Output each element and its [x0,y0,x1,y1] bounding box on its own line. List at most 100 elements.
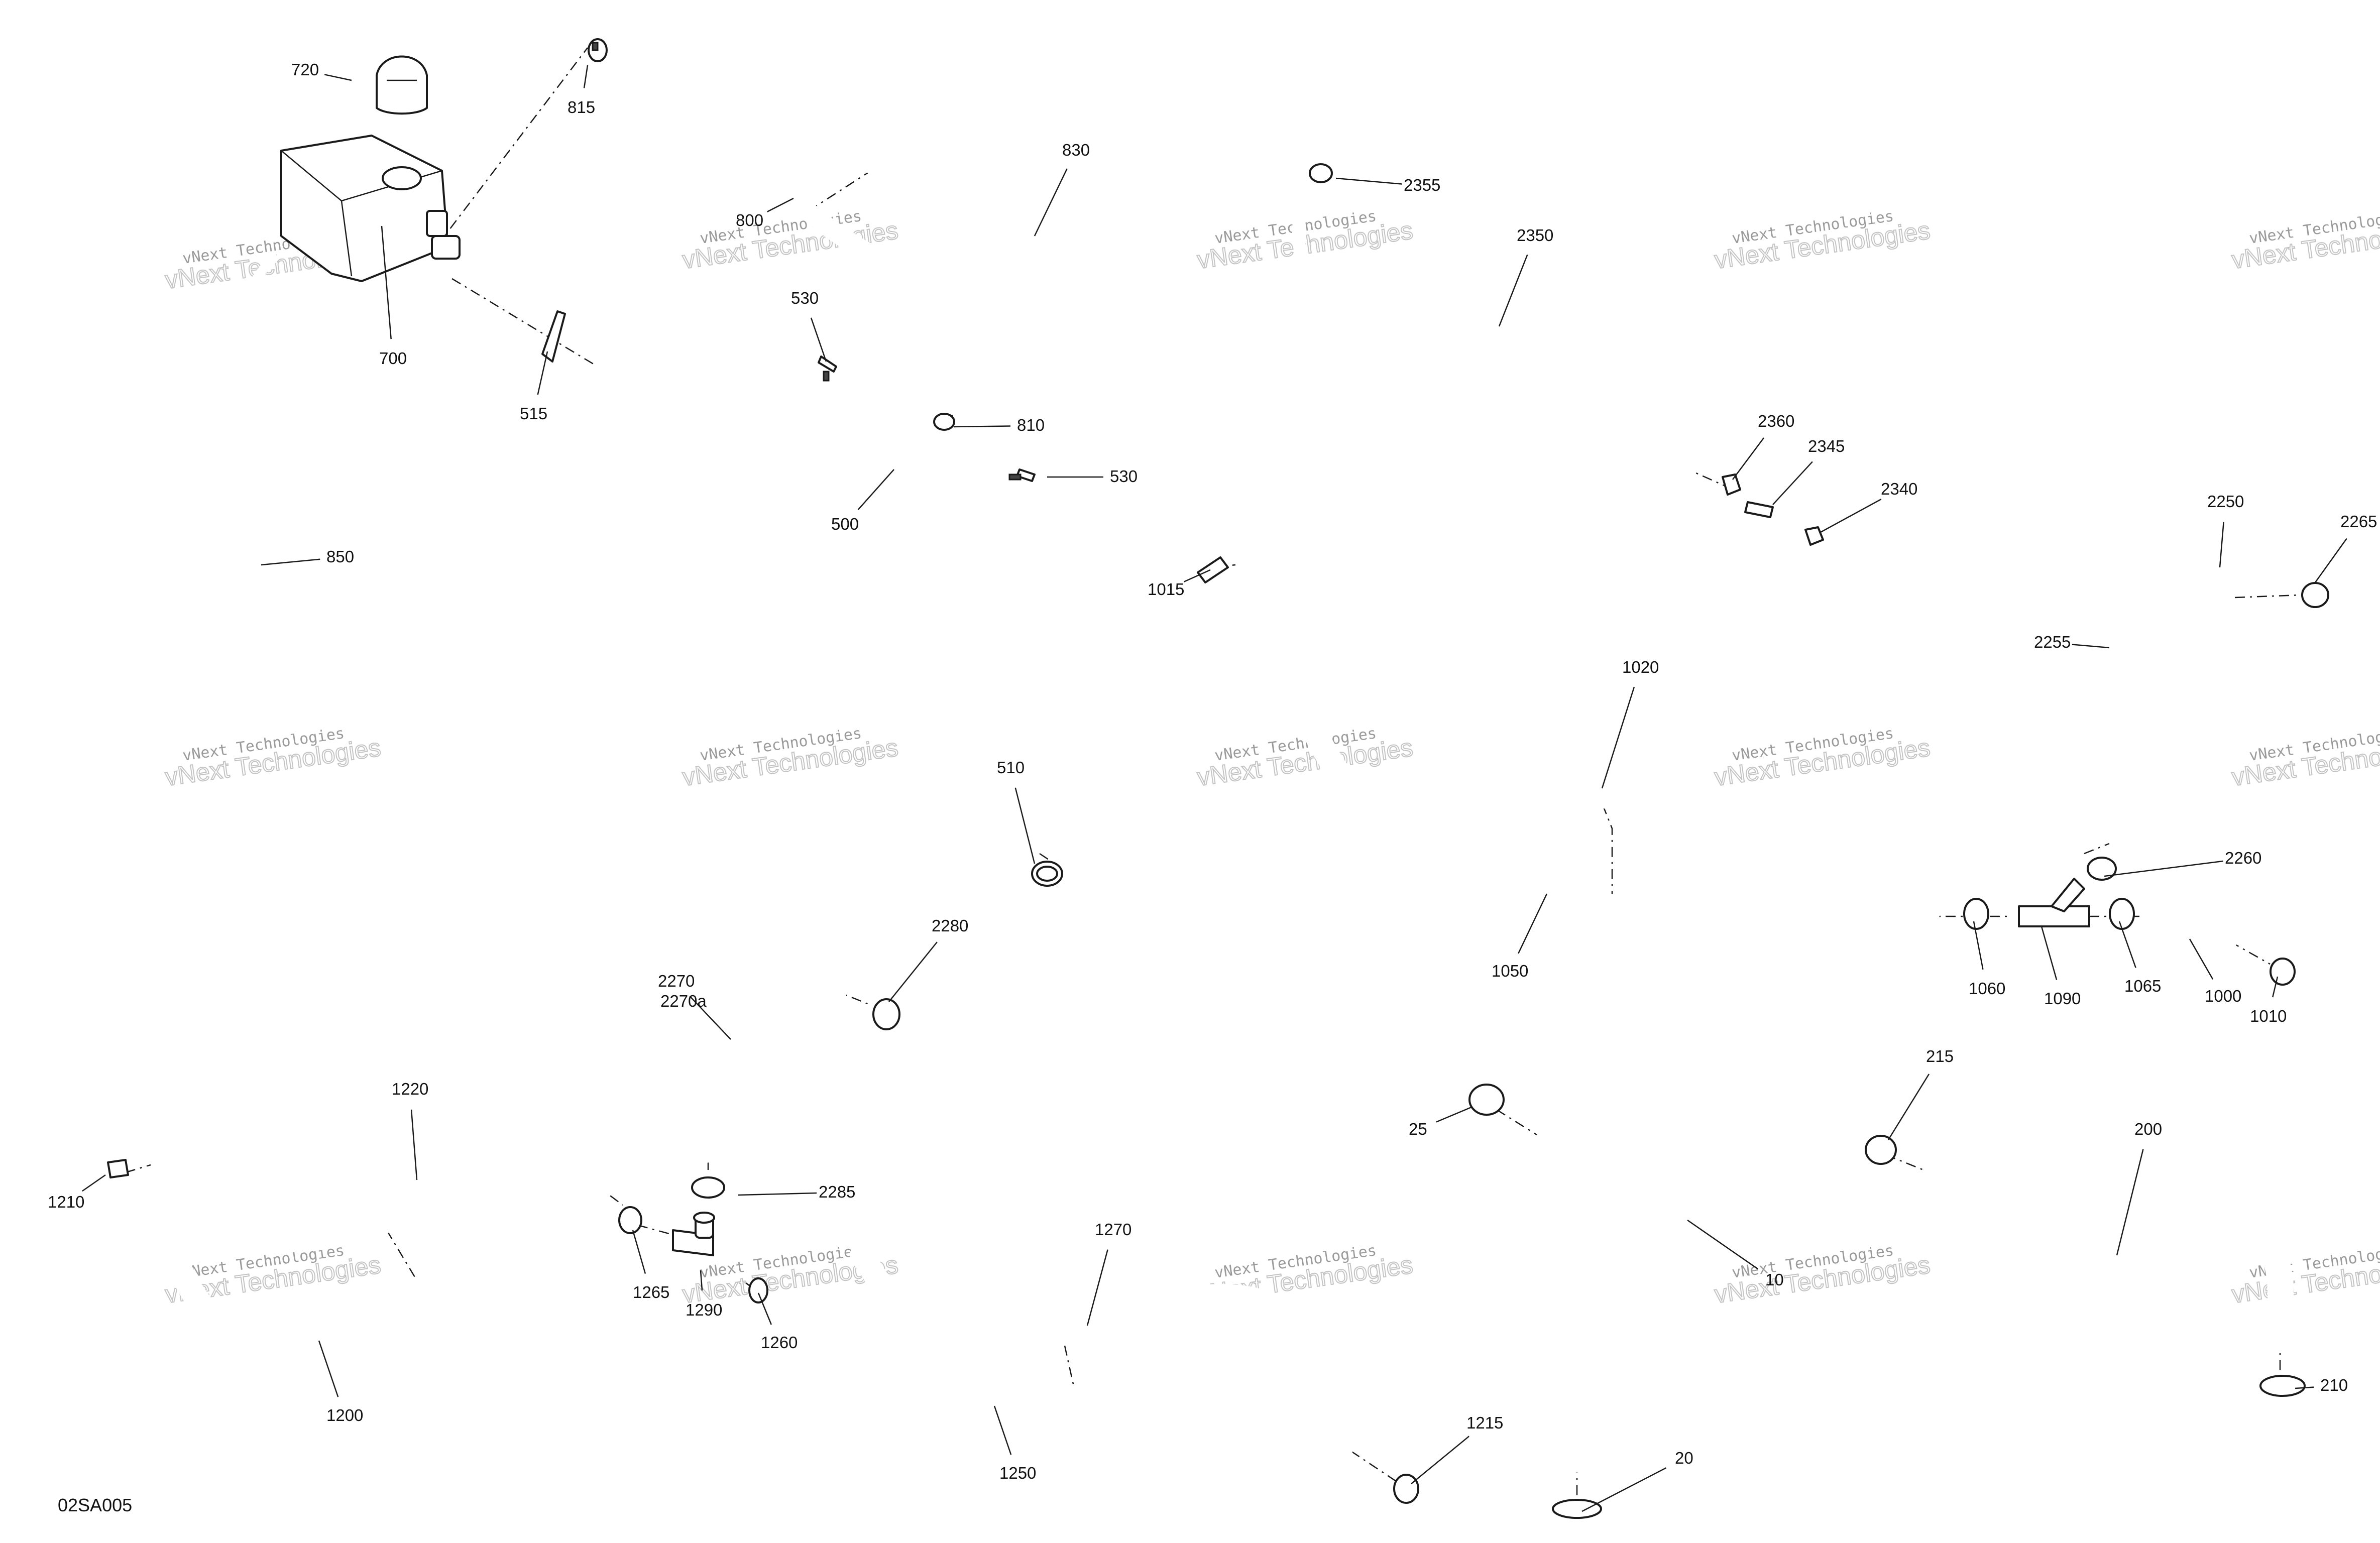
leader-line [2072,644,2110,649]
callout-label: 20 [1675,1449,1693,1467]
callout-10: 10 [1687,1219,1784,1289]
callout-label: 2250 [2207,492,2244,511]
leader-line [1335,177,1402,185]
hose-1050 [1238,606,1941,927]
callout-label: 1015 [1148,580,1184,599]
clamp-810 [933,413,955,431]
hose-1000 [2142,900,2237,954]
callout-label: 830 [1062,141,1090,159]
coolant-reservoir [280,135,461,282]
callout-label: 1010 [2250,1007,2287,1025]
hose-1200 [139,1166,615,1358]
clamp-1060 [1963,898,1989,930]
leader-line [632,1230,646,1274]
assembly-line [125,1164,151,1173]
leader-line [1086,1249,1108,1326]
callout-1010: 1010 [2250,976,2287,1025]
hose-1270 [850,1244,1342,1360]
callout-515: 515 [520,351,548,423]
hose-2270 [692,963,847,1163]
hose-1250 [792,1299,1352,1463]
callout-1015: 1015 [1148,569,1211,599]
callout-215: 215 [1887,1047,1954,1140]
callout-label: 700 [379,349,407,368]
hose-850 [232,254,278,642]
callout-1000: 1000 [2189,938,2241,1005]
callout-2270a: 2270a [660,992,707,1010]
leader-line [1183,569,1211,582]
callout-2280: 2280 [888,916,968,1002]
watermark: vNext Technologies vNext Technologies [2229,207,2380,275]
assembly-line [2229,940,2271,965]
callout-label: 1220 [392,1080,428,1098]
callout-2285: 2285 [738,1182,855,1201]
callout-label: 25 [1409,1120,1427,1138]
hose-2250 [2116,553,2286,837]
callout-1090: 1090 [2041,926,2081,1008]
callout-2250: 2250 [2207,492,2244,568]
callout-label: 500 [831,515,859,533]
callout-2260: 2260 [2104,849,2261,877]
callout-label: 2345 [1808,437,1845,455]
leader-line [857,469,894,510]
assembly-line [451,278,598,368]
callout-1270: 1270 [1086,1220,1131,1326]
hose-830 [726,48,1063,343]
callout-800: 800 [736,197,794,229]
leader-line [993,1405,1012,1455]
callout-label: 1260 [761,1333,798,1352]
callout-1265: 1265 [632,1230,669,1301]
callout-label: 530 [1110,467,1138,486]
callout-label: 1270 [1095,1220,1131,1239]
callout-label: 2255 [2034,633,2071,651]
clamp-2265 [2301,582,2329,608]
callout-label: 720 [291,60,319,79]
leader-line [2189,938,2214,980]
clamp-2355 [1309,163,1333,183]
leader-line [1887,1074,1930,1140]
clamp-510 [1031,861,1063,887]
leader-line [767,197,794,212]
callout-2360: 2360 [1732,412,1794,480]
hose-800 [636,71,989,416]
callout-20: 20 [1581,1449,1693,1512]
clamp-2280 [872,998,900,1030]
clamp-2260 [2087,857,2117,881]
clamp-1065 [2109,898,2135,930]
clamp-215 [1865,1135,1897,1165]
callout-850: 850 [261,547,354,566]
leader-line [2295,1386,2314,1389]
hoses [139,48,2294,1473]
callout-label: 2265 [2340,512,2377,531]
assembly-line [386,1230,418,1281]
callout-label: 810 [1017,416,1045,434]
callout-label: 1050 [1492,962,1528,980]
leader-line [1732,437,1765,480]
callout-label: 1020 [1622,658,1659,676]
fitting-1015 [1197,556,1229,583]
hose-10 [1543,1116,1830,1473]
leader-line [689,996,731,1040]
watermark: vNext Technologies vNext Technologies [1712,725,1932,792]
assembly-line [2234,594,2301,599]
callout-1200: 1200 [318,1340,363,1425]
leader-line [2041,926,2058,980]
fitting-2360 [1722,473,1741,496]
callout-label: 1265 [633,1283,669,1301]
callout-label: 10 [1765,1270,1784,1289]
callout-label: 1290 [686,1300,722,1319]
leader-line [1973,921,1984,970]
watermark: vNext Technologies vNext Technologies [680,725,900,792]
callout-530: 530 [791,289,827,362]
assembly-line [1496,1109,1537,1136]
leader-line [888,941,938,1002]
callout-2345: 2345 [1772,437,1845,505]
bolt-530 [1008,468,1036,482]
callout-25: 25 [1409,1106,1472,1138]
assembly-line [1350,1450,1397,1482]
leader-line [1014,787,1036,864]
callout-label: 2340 [1881,480,1917,498]
hose-1020 [1292,528,1948,822]
leader-line [2118,921,2136,968]
